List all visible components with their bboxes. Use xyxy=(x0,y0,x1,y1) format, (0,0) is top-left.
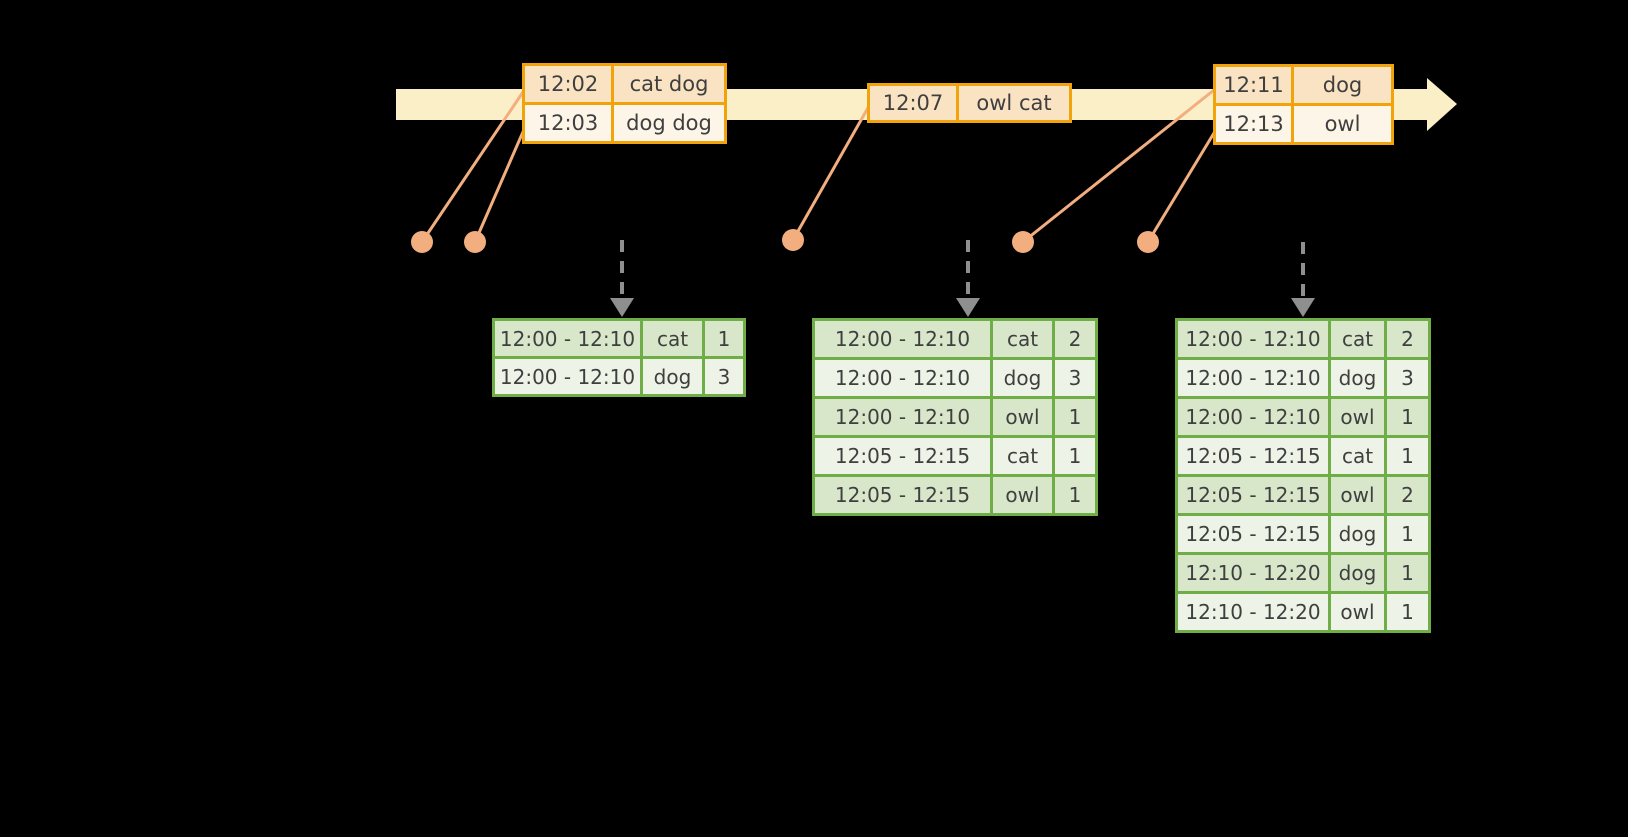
result-table-1: 12:00 - 12:10 cat 1 12:00 - 12:10 dog 3 xyxy=(492,318,746,397)
window-cell: 12:10 - 12:20 xyxy=(1178,594,1328,630)
word-cell: cat xyxy=(643,321,702,356)
event-words-cell: owl xyxy=(1294,106,1391,142)
word-cell: owl xyxy=(1331,399,1384,435)
word-cell: cat xyxy=(993,438,1052,474)
word-cell: owl xyxy=(1331,594,1384,630)
event-words-cell: cat dog xyxy=(614,66,724,102)
event-time-cell: 12:03 xyxy=(525,105,611,141)
event-dot-1203 xyxy=(464,231,486,253)
word-cell: cat xyxy=(1331,438,1384,474)
window-cell: 12:00 - 12:10 xyxy=(495,359,640,394)
trigger-arrowhead-icon-3 xyxy=(1291,298,1315,317)
event-connector-lines xyxy=(420,88,1219,244)
result-table-3: 12:00 - 12:10 cat 2 12:00 - 12:10 dog 3 … xyxy=(1175,318,1431,633)
window-cell: 12:00 - 12:10 xyxy=(815,360,990,396)
count-cell: 1 xyxy=(1055,477,1095,513)
count-cell: 2 xyxy=(1387,477,1428,513)
count-cell: 3 xyxy=(1055,360,1095,396)
word-cell: owl xyxy=(1331,477,1384,513)
count-cell: 3 xyxy=(705,359,743,394)
event-dot-1213 xyxy=(1137,231,1159,253)
count-cell: 1 xyxy=(1055,399,1095,435)
count-cell: 1 xyxy=(1387,555,1428,591)
count-cell: 3 xyxy=(1387,360,1428,396)
window-cell: 12:00 - 12:10 xyxy=(1178,360,1328,396)
word-cell: cat xyxy=(993,321,1052,357)
event-batch-table-2: 12:07 owl cat xyxy=(867,83,1072,123)
event-batch-table-1: 12:02 cat dog 12:03 dog dog xyxy=(522,63,727,144)
event-dot-1207 xyxy=(782,229,804,251)
count-cell: 1 xyxy=(705,321,743,356)
connector-line-1207 xyxy=(791,105,871,241)
window-cell: 12:00 - 12:10 xyxy=(1178,399,1328,435)
trigger-arrowhead-icon-2 xyxy=(956,298,980,317)
window-cell: 12:05 - 12:15 xyxy=(1178,438,1328,474)
event-time-cell: 12:02 xyxy=(525,66,611,102)
window-cell: 12:05 - 12:15 xyxy=(815,438,990,474)
window-cell: 12:00 - 12:10 xyxy=(815,399,990,435)
event-time-cell: 12:11 xyxy=(1216,67,1291,103)
connector-line-1203 xyxy=(473,124,528,243)
window-cell: 12:10 - 12:20 xyxy=(1178,555,1328,591)
connector-line-1211 xyxy=(1022,88,1215,244)
connector-line-1213 xyxy=(1146,127,1219,243)
trigger-arrowhead-icon-1 xyxy=(610,298,634,317)
count-cell: 1 xyxy=(1387,516,1428,552)
event-time-dots xyxy=(411,229,1159,253)
count-cell: 1 xyxy=(1055,438,1095,474)
window-cell: 12:00 - 12:10 xyxy=(495,321,640,356)
trigger-arrow-shafts xyxy=(620,240,1305,300)
window-cell: 12:00 - 12:10 xyxy=(815,321,990,357)
count-cell: 1 xyxy=(1387,399,1428,435)
word-cell: dog xyxy=(993,360,1052,396)
word-cell: cat xyxy=(1331,321,1384,357)
event-words-cell: dog dog xyxy=(614,105,724,141)
word-cell: dog xyxy=(1331,516,1384,552)
result-table-2: 12:00 - 12:10 cat 2 12:00 - 12:10 dog 3 … xyxy=(812,318,1098,516)
count-cell: 2 xyxy=(1387,321,1428,357)
word-cell: owl xyxy=(993,399,1052,435)
word-cell: owl xyxy=(993,477,1052,513)
trigger-arrowheads xyxy=(610,298,1315,317)
timeline-arrowhead-icon xyxy=(1427,78,1457,131)
window-cell: 12:05 - 12:15 xyxy=(1178,477,1328,513)
event-words-cell: owl cat xyxy=(959,86,1069,120)
count-cell: 1 xyxy=(1387,438,1428,474)
event-dot-1202 xyxy=(411,231,433,253)
window-cell: 12:00 - 12:10 xyxy=(1178,321,1328,357)
connector-line-1202 xyxy=(420,91,525,243)
count-cell: 2 xyxy=(1055,321,1095,357)
count-cell: 1 xyxy=(1387,594,1428,630)
event-dot-1211 xyxy=(1012,231,1034,253)
word-cell: dog xyxy=(1331,555,1384,591)
window-cell: 12:05 - 12:15 xyxy=(1178,516,1328,552)
word-cell: dog xyxy=(1331,360,1384,396)
event-batch-table-3: 12:11 dog 12:13 owl xyxy=(1213,64,1394,145)
event-time-cell: 12:07 xyxy=(870,86,956,120)
event-time-cell: 12:13 xyxy=(1216,106,1291,142)
event-words-cell: dog xyxy=(1294,67,1391,103)
word-cell: dog xyxy=(643,359,702,394)
window-cell: 12:05 - 12:15 xyxy=(815,477,990,513)
